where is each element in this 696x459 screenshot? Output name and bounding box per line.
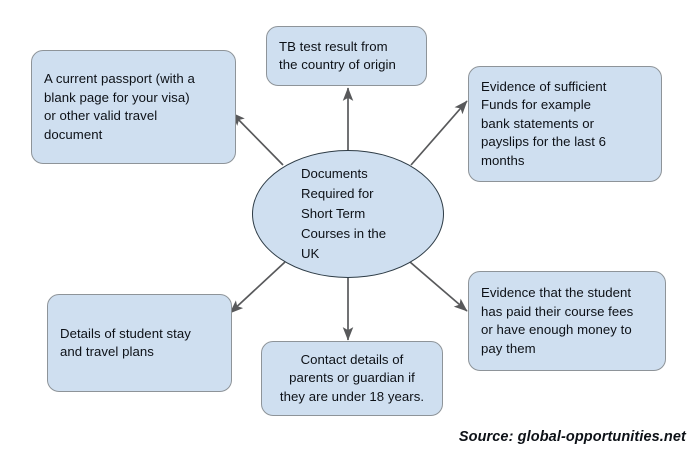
node-tb-test-line-1: TB test result from: [279, 38, 388, 54]
node-stay-travel[interactable]: Details of student stay and travel plans: [47, 294, 232, 392]
arrow-to-course-fees: [409, 261, 468, 312]
node-course-fees[interactable]: Evidence that the student has paid their…: [468, 271, 666, 371]
arrow-to-stay-travel: [229, 261, 286, 314]
node-stay-travel-line-2: and travel plans: [60, 344, 154, 359]
arrow-to-passport: [231, 112, 284, 166]
node-course-fees-line-1: Evidence that the student: [481, 285, 632, 300]
node-funds-line-2: Funds for example: [481, 97, 592, 113]
node-contact-details-line-1: Contact details of: [300, 351, 404, 367]
center-line-2: Required for: [301, 186, 374, 201]
arrow-to-funds: [410, 100, 468, 166]
center-line-4: Courses in the: [301, 226, 387, 241]
node-course-fees-line-2: has paid their course fees: [481, 303, 634, 319]
center-node-documents-required[interactable]: Documents Required for Short Term Course…: [252, 150, 444, 278]
node-funds[interactable]: Evidence of sufficient Funds for example…: [468, 66, 662, 182]
node-funds-line-3: bank statements or: [481, 115, 595, 131]
node-contact-details[interactable]: Contact details of parents or guardian i…: [261, 341, 443, 416]
node-passport[interactable]: A current passport (with a blank page fo…: [31, 50, 236, 164]
node-course-fees-line-4: pay them: [481, 340, 536, 356]
center-line-5: UK: [301, 246, 320, 261]
node-funds-line-5: months: [481, 152, 525, 168]
node-passport-line-1: A current passport (with a: [44, 71, 195, 86]
node-stay-travel-line-1: Details of student stay: [60, 325, 191, 341]
center-line-3: Short Term: [301, 206, 366, 221]
source-attribution: Source: global-opportunities.net: [458, 429, 686, 445]
node-course-fees-line-3: or have enough money to: [481, 322, 632, 337]
node-funds-line-1: Evidence of sufficient: [481, 78, 607, 94]
node-tb-test-line-2: the country of origin: [279, 57, 396, 72]
node-passport-line-2: blank page for your visa): [44, 89, 190, 105]
node-passport-line-4: document: [44, 126, 103, 142]
node-passport-line-3: or other valid travel: [44, 108, 158, 123]
center-line-1: Documents: [301, 166, 368, 181]
node-tb-test[interactable]: TB test result from the country of origi…: [266, 26, 427, 86]
node-contact-details-line-3: they are under 18 years.: [279, 388, 425, 404]
node-contact-details-line-2: parents or guardian if: [289, 370, 415, 386]
node-funds-line-4: payslips for the last 6: [481, 134, 607, 150]
